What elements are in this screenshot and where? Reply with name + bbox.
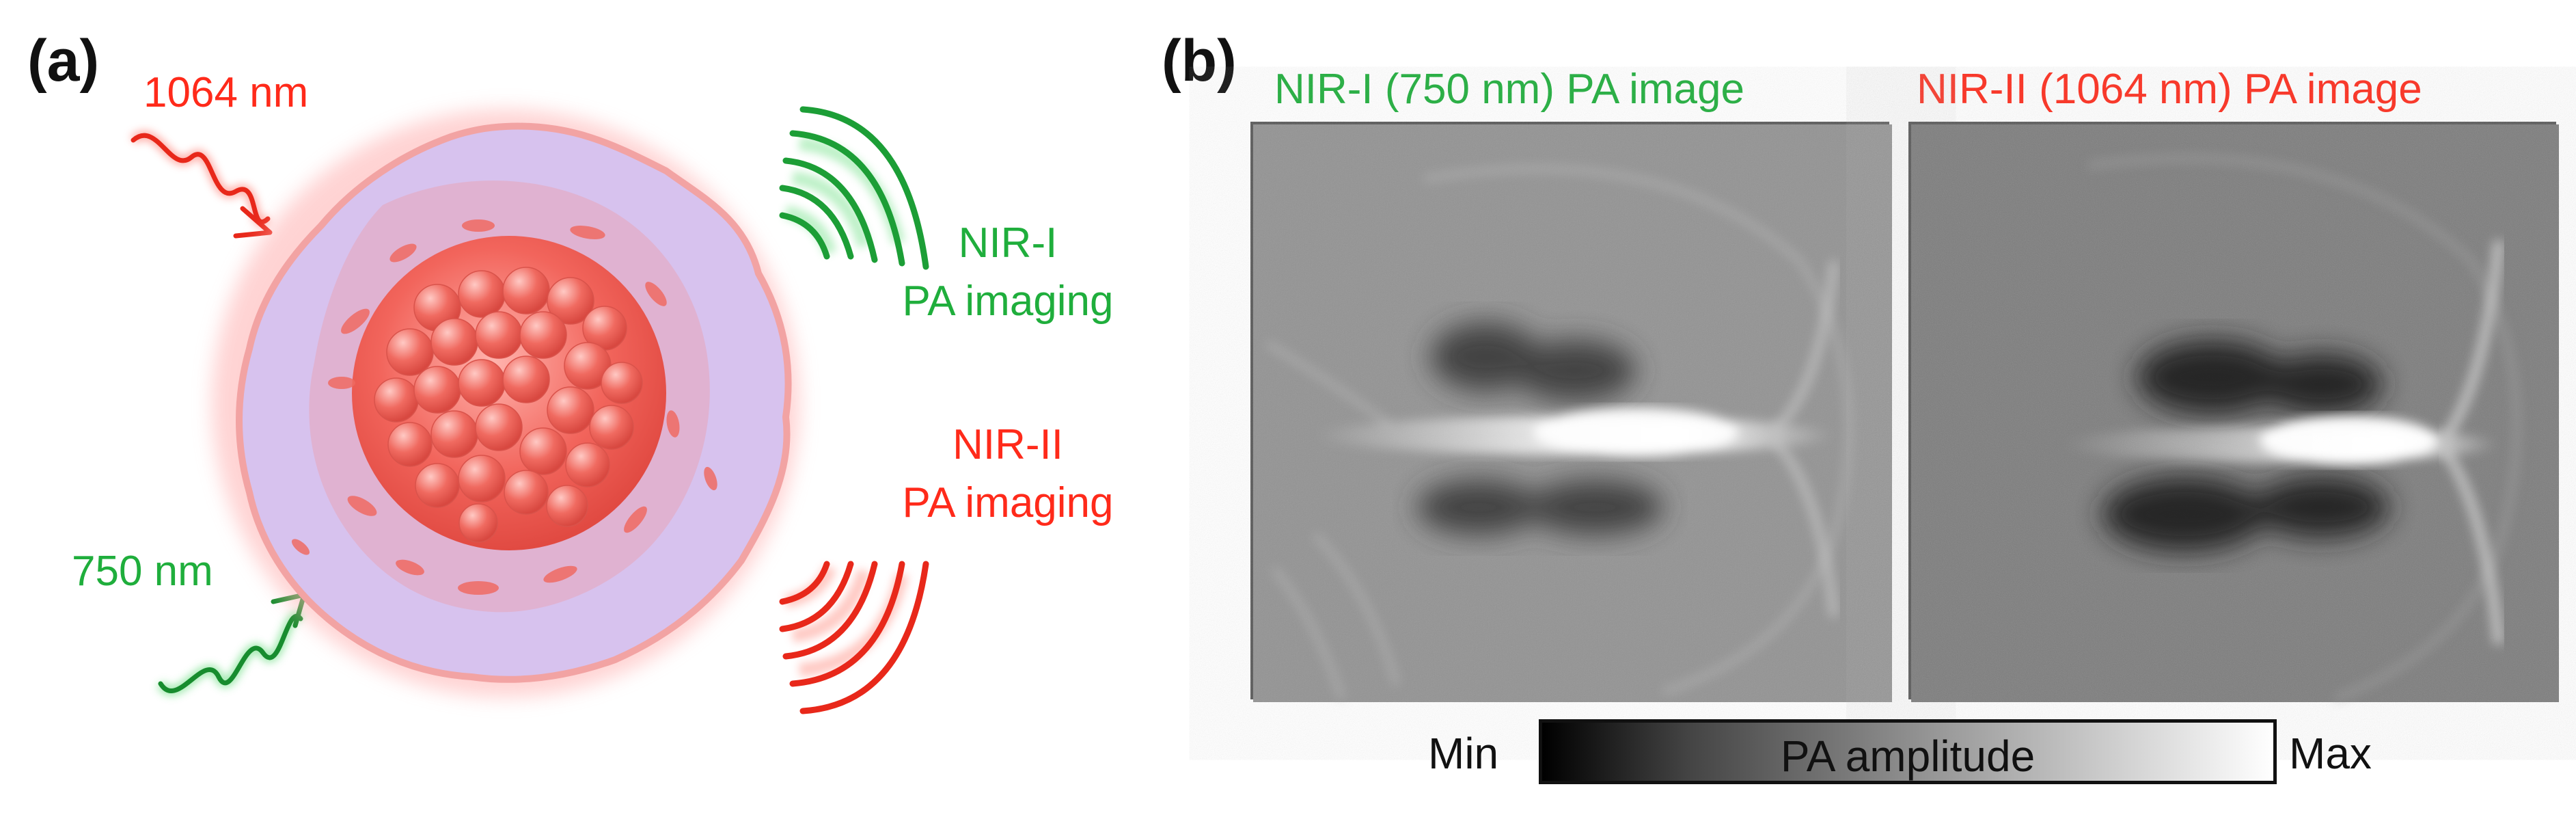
colorbar: PA amplitude: [1539, 719, 2277, 784]
nir1-image-title: NIR-I (750 nm) PA image: [1274, 65, 1744, 113]
nir2-pa-image: [1908, 122, 2556, 699]
colorbar-min-label: Min: [1428, 728, 1498, 779]
panel-b-label: (b): [1162, 27, 1237, 95]
colorbar-max-label: Max: [2289, 728, 2372, 779]
colorbar-label: PA amplitude: [1542, 731, 2273, 781]
nir1-pa-image: [1250, 122, 1889, 699]
nir2-image-title: NIR-II (1064 nm) PA image: [1917, 65, 2422, 113]
